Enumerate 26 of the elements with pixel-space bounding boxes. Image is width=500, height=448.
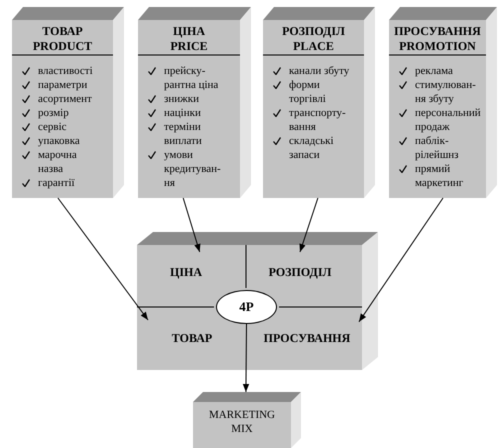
- card-heading: РОЗПОДІЛ PLACE: [282, 24, 345, 54]
- list-item: знижки: [164, 92, 200, 106]
- list-item: умови кредитуван- ня: [164, 148, 222, 190]
- list-item: реклама: [415, 64, 454, 78]
- arrow: [299, 198, 318, 252]
- arrow: [57, 198, 148, 320]
- list-item: прямий маркетинг: [415, 162, 464, 190]
- quadrant-label: РОЗПОДІЛ: [258, 252, 342, 292]
- list-item: канали збуту: [289, 64, 350, 78]
- card-heading: ТОВАР PRODUCT: [32, 24, 92, 54]
- list-item: упаковка: [38, 134, 81, 148]
- list-item: складські запаси: [289, 134, 334, 162]
- list-item: націнки: [164, 106, 202, 120]
- list-item: розмір: [38, 106, 70, 120]
- card-heading: ЦІНА PRICE: [170, 24, 208, 54]
- box-label: MARKETING MIX: [209, 408, 275, 436]
- arrow: [242, 324, 250, 392]
- list-item: гарантії: [38, 176, 76, 190]
- list-item: властивості: [38, 64, 94, 78]
- list-item: асортимент: [38, 92, 93, 106]
- list-item: параметри: [38, 78, 88, 92]
- list-item: сервіс: [38, 120, 68, 134]
- arrow: [182, 198, 200, 252]
- quadrant-label: ЦІНА: [150, 252, 222, 292]
- arrow: [358, 198, 444, 322]
- card-heading: ПРОСУВАННЯ PROMOTION: [394, 24, 481, 54]
